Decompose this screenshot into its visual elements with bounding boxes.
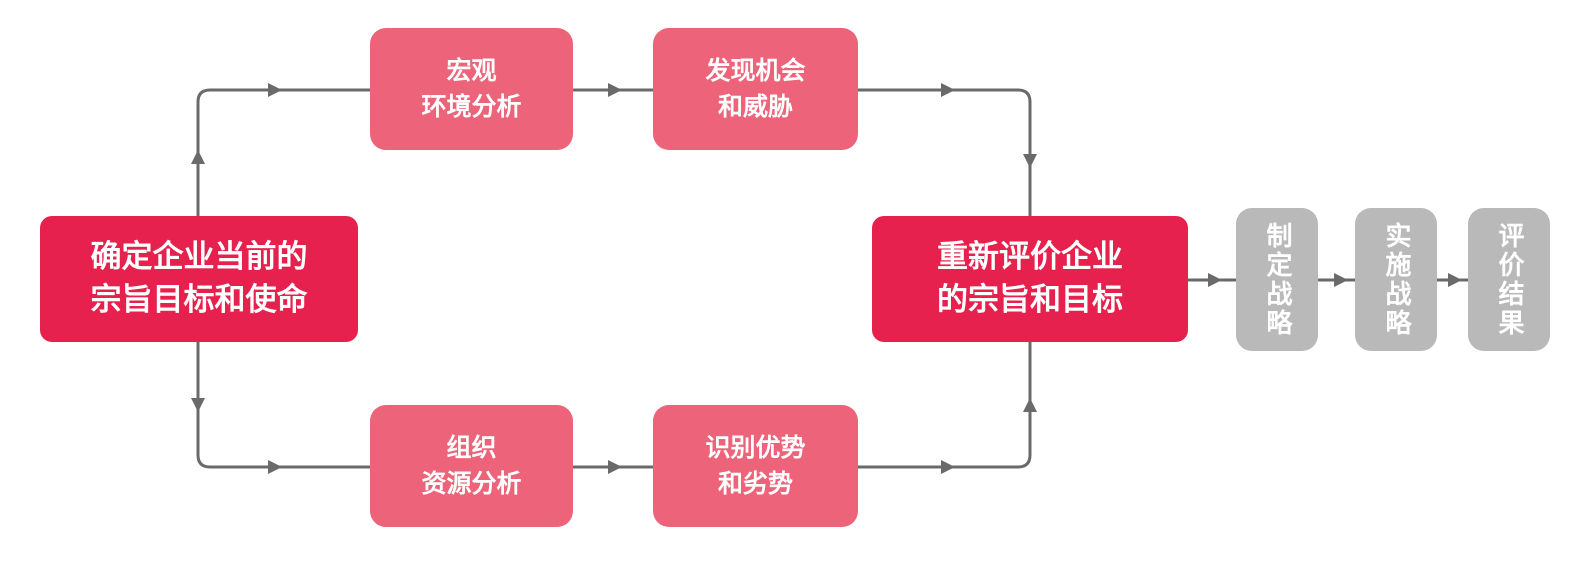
arrow-right-icon [268,460,282,474]
arrow-right-icon [1334,273,1348,287]
connector-bottom-left [196,342,370,469]
connector-top-left [196,88,370,216]
arrow-down-icon [191,398,205,412]
connector-top-right [858,88,1032,216]
arrow-right-icon [941,460,955,474]
node-reevaluate-mission: 重新评价企业 的宗旨和目标 [872,216,1188,342]
node-evaluate-results: 评价结果 [1468,208,1550,351]
arrow-right-icon [608,460,622,474]
node-opportunities-threats: 发现机会 和威胁 [653,28,858,150]
arrow-right-icon [608,83,622,97]
arrow-right-icon [1208,273,1222,287]
node-macro-environment-analysis: 宏观 环境分析 [370,28,573,150]
arrow-up-icon [191,150,205,164]
node-current-mission: 确定企业当前的 宗旨目标和使命 [40,216,358,342]
arrow-right-icon [268,83,282,97]
connector-bottom-right [858,342,1032,469]
node-formulate-strategy: 制定战略 [1236,208,1318,351]
arrow-right-icon [941,83,955,97]
node-strengths-weaknesses: 识别优势 和劣势 [653,405,858,527]
arrow-up-icon [1023,398,1037,412]
node-implement-strategy: 实施战略 [1355,208,1437,351]
arrow-right-icon [1448,273,1462,287]
arrow-down-icon [1023,154,1037,168]
node-organization-resource-analysis: 组织 资源分析 [370,405,573,527]
